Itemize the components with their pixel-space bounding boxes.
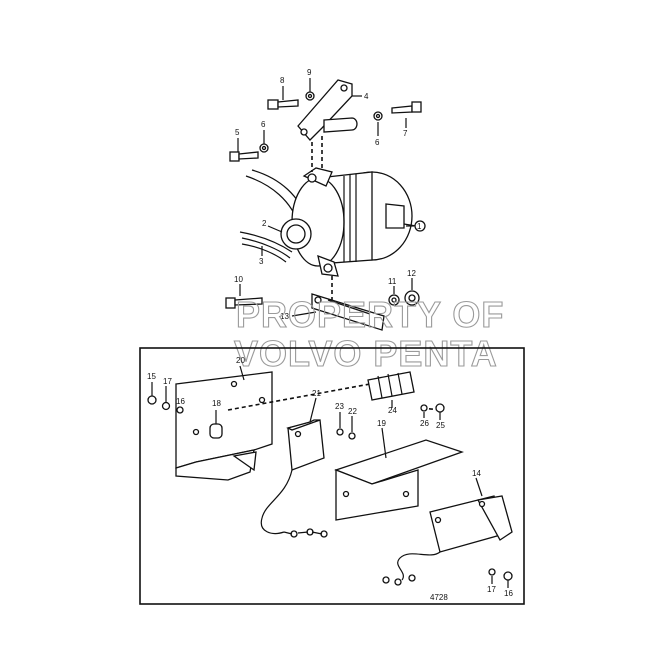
cover-plate-19 <box>334 439 464 521</box>
spacer-18 <box>209 410 223 439</box>
washer-6-left <box>259 143 269 153</box>
screw-15 <box>147 395 157 405</box>
label-6-right: 6 <box>375 138 380 147</box>
screw-25 <box>435 403 445 413</box>
label-3: 3 <box>259 257 264 266</box>
bolt-8 <box>267 99 299 110</box>
washer-22 <box>348 432 356 440</box>
label-24: 24 <box>388 406 397 415</box>
label-20: 20 <box>236 356 245 365</box>
washer-17-lower <box>488 568 496 576</box>
label-16-right: 16 <box>504 589 513 598</box>
label-7: 7 <box>403 129 408 138</box>
label-21: 21 <box>312 389 321 398</box>
voltage-regulator-21 <box>260 419 328 538</box>
label-8: 8 <box>280 76 285 85</box>
mounting-plate-20 <box>175 371 273 481</box>
label-12: 12 <box>407 269 416 278</box>
bolt-10 <box>225 297 263 309</box>
label-5: 5 <box>235 128 240 137</box>
label-17-upper: 17 <box>163 377 172 386</box>
alternator-assembly: 1 2 3 4 5 6 6 7 8 9 10 11 12 13 <box>225 68 426 331</box>
label-11: 11 <box>388 277 397 286</box>
washer-17-upper <box>161 401 171 411</box>
label-19: 19 <box>377 419 386 428</box>
label-15: 15 <box>147 372 156 381</box>
regulator-unit-14 <box>382 495 513 586</box>
label-1: 1 <box>417 222 422 231</box>
lower-leaders <box>151 365 509 588</box>
watermark-line-2: VOLVO PENTA <box>234 333 498 374</box>
screw-16-left <box>176 406 184 414</box>
label-13: 13 <box>280 312 289 321</box>
screw-16-right <box>503 571 513 581</box>
nut-12 <box>404 290 420 306</box>
washer-11 <box>388 294 400 306</box>
label-10: 10 <box>234 275 243 284</box>
label-17-lower: 17 <box>487 585 496 594</box>
mounting-bracket <box>297 79 358 141</box>
watermark-line-1: PROPERTY OF <box>236 294 504 335</box>
watermark: PROPERTY OF VOLVO PENTA <box>233 293 504 374</box>
label-9: 9 <box>307 68 312 77</box>
label-4: 4 <box>364 92 369 101</box>
label-26: 26 <box>420 419 429 428</box>
drawing-number: 4728 <box>430 593 448 602</box>
alternator-body <box>280 167 426 277</box>
label-22: 22 <box>348 407 357 416</box>
bolt-5 <box>229 151 259 162</box>
label-23: 23 <box>335 402 344 411</box>
label-2: 2 <box>262 219 267 228</box>
label-14: 14 <box>472 469 481 478</box>
label-6-left: 6 <box>261 120 266 129</box>
rectifier-24 <box>367 371 415 401</box>
label-18: 18 <box>212 399 221 408</box>
adjusting-bracket-13 <box>311 293 385 331</box>
regulator-assembly: 14 15 16 16 17 17 18 19 20 21 22 23 24 2… <box>147 356 513 602</box>
screw-23 <box>336 428 344 436</box>
washer-26 <box>420 404 428 412</box>
upper-leaders <box>237 78 414 317</box>
bolt-7 <box>391 101 422 114</box>
washer-9 <box>305 91 315 101</box>
regulator-frame <box>139 347 525 605</box>
label-25: 25 <box>436 421 445 430</box>
washer-6-right <box>373 111 383 121</box>
label-16-left: 16 <box>176 397 185 406</box>
